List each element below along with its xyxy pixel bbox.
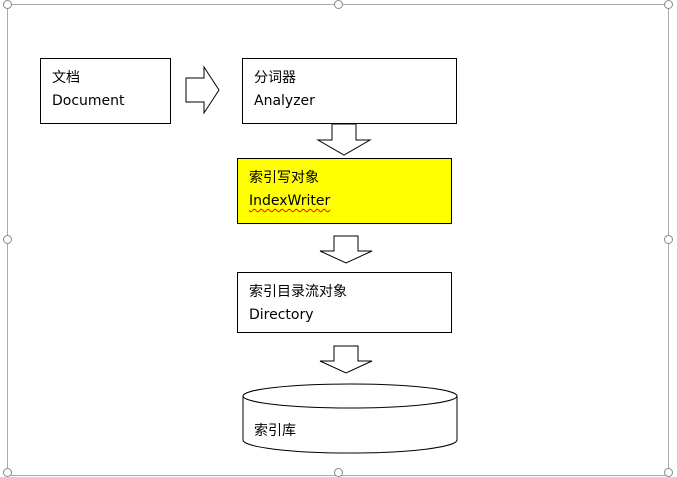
arrow-indexwriter-to-directory[interactable] — [319, 235, 373, 264]
node-analyzer-label-zh: 分词器 — [254, 70, 296, 86]
node-analyzer-label-en: Analyzer — [254, 93, 315, 109]
node-index-writer-label-zh: 索引写对象 — [249, 170, 319, 186]
resize-handle-middle-left[interactable] — [3, 235, 12, 244]
resize-handle-top-center[interactable] — [334, 0, 343, 9]
node-analyzer[interactable]: 分词器 Analyzer — [242, 58, 457, 124]
arrow-directory-to-indexstore[interactable] — [319, 345, 373, 374]
arrow-analyzer-to-indexwriter[interactable] — [316, 123, 372, 156]
node-index-writer-label-en: IndexWriter — [249, 193, 331, 209]
node-document-label-zh: 文档 — [52, 70, 80, 86]
node-document[interactable]: 文档 Document — [40, 58, 171, 124]
node-document-label-en: Document — [52, 93, 125, 109]
node-index-writer[interactable]: 索引写对象 IndexWriter — [237, 158, 452, 224]
resize-handle-top-left[interactable] — [3, 0, 12, 9]
node-directory-label-zh: 索引目录流对象 — [249, 284, 347, 300]
resize-handle-top-right[interactable] — [664, 0, 673, 9]
node-directory[interactable]: 索引目录流对象 Directory — [237, 272, 452, 333]
resize-handle-middle-right[interactable] — [664, 235, 673, 244]
node-directory-label-en: Directory — [249, 307, 314, 323]
node-index-store-label: 索引库 — [254, 423, 296, 439]
arrow-document-to-analyzer[interactable] — [185, 65, 220, 115]
index-store-cylinder[interactable] — [242, 383, 458, 454]
